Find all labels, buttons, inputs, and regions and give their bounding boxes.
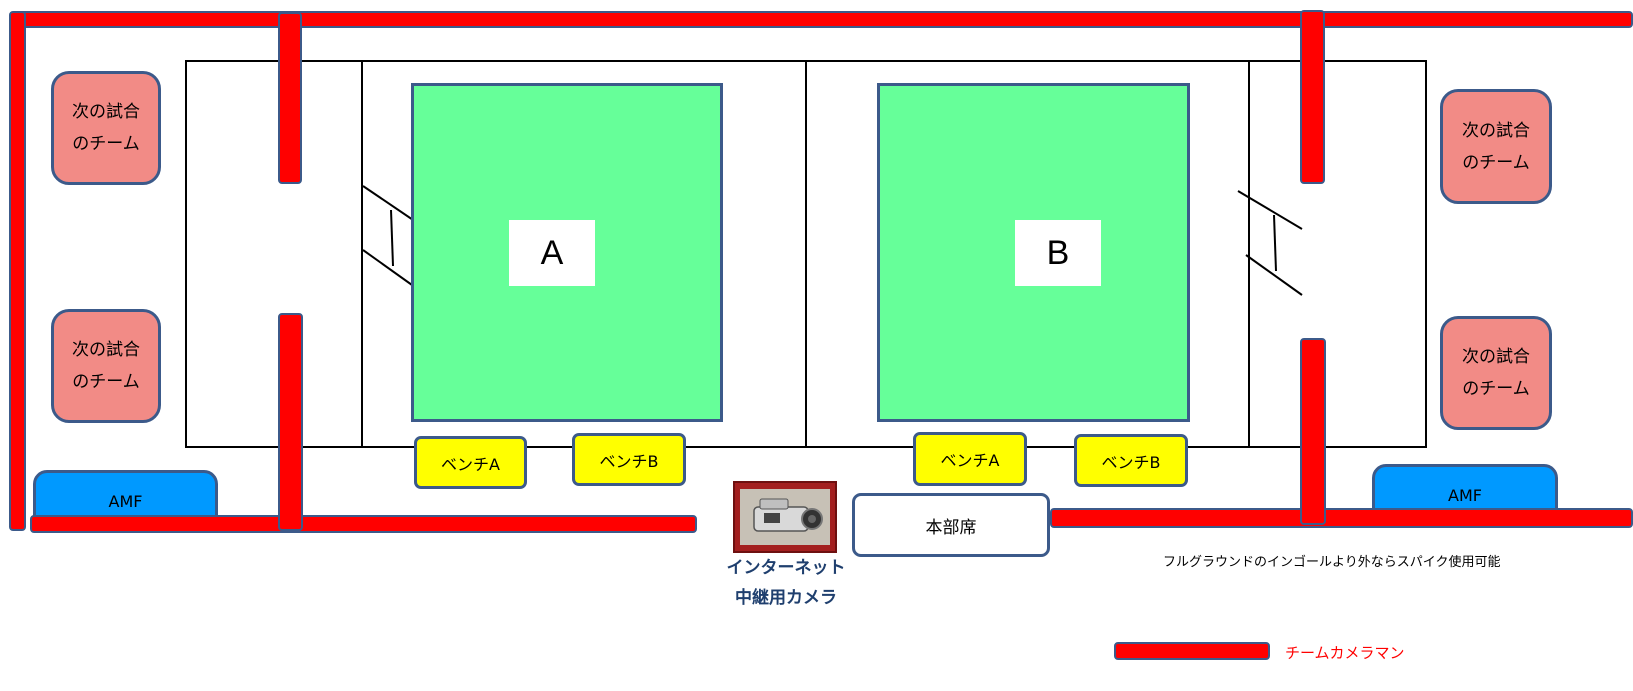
goal-post-left	[362, 185, 420, 291]
bench-b-court-a: ベンチB	[572, 433, 686, 486]
headquarters-box: 本部席	[852, 493, 1050, 557]
video-camera-icon	[740, 489, 830, 545]
team-camera-bar-top	[12, 11, 1633, 28]
team-camera-bar-bottom-right	[1050, 508, 1633, 528]
bench-a-court-b: ベンチA	[913, 432, 1027, 486]
court-a-label: A	[509, 220, 595, 286]
next-team-right-top: 次の試合 のチーム	[1440, 89, 1552, 204]
court-b-label: B	[1015, 220, 1101, 286]
team-camera-bar-bottom-left	[30, 515, 697, 533]
bench-b-court-b: ベンチB	[1074, 434, 1188, 487]
goal-post-right	[1237, 190, 1303, 296]
field-line-right	[1248, 60, 1250, 448]
camera-image	[733, 481, 837, 553]
legend-label: チームカメラマン	[1285, 644, 1405, 662]
next-team-left-bottom: 次の試合 のチーム	[51, 309, 161, 423]
court-a: A	[411, 83, 723, 422]
amf-right: AMF	[1372, 464, 1558, 514]
field-line-left	[361, 60, 363, 448]
court-b: B	[877, 83, 1190, 422]
spike-note: フルグラウンドのインゴールより外ならスパイク使用可能	[1163, 555, 1501, 570]
camera-caption: インターネット 中継用カメラ	[711, 553, 861, 617]
team-camera-bar-left	[9, 11, 26, 531]
legend-bar	[1114, 642, 1270, 660]
amf-left: AMF	[33, 470, 218, 520]
team-camera-bar-left-upper	[278, 12, 302, 184]
team-camera-bar-left-lower	[278, 313, 303, 531]
next-team-right-bottom: 次の試合 のチーム	[1440, 316, 1552, 430]
field-line-center	[805, 60, 807, 448]
next-team-left-top: 次の試合 のチーム	[51, 71, 161, 185]
team-camera-bar-right-lower	[1300, 338, 1326, 525]
team-camera-bar-right-upper	[1300, 10, 1325, 184]
camera-caption-line2: 中継用カメラ	[735, 588, 837, 608]
bench-a-court-a: ベンチA	[414, 436, 527, 489]
camera-caption-line1: インターネット	[726, 558, 846, 578]
